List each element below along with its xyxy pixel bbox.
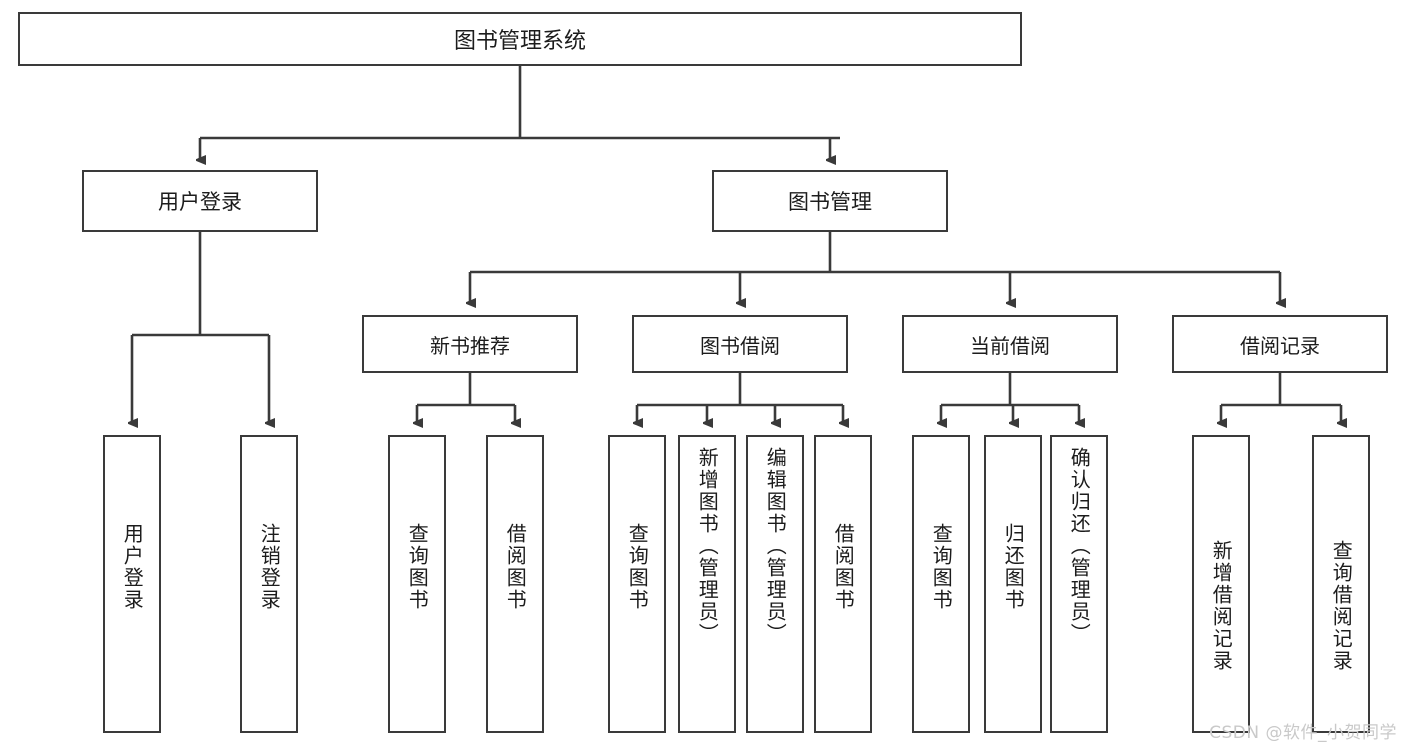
leaf-query-book-borrow[interactable]: 查询图书 (608, 435, 666, 733)
leaf-borrow-book-recommend[interactable]: 借阅图书 (486, 435, 544, 733)
leaf-query-book-current[interactable]: 查询图书 (912, 435, 970, 733)
node-book-borrow[interactable]: 图书借阅 (632, 315, 848, 373)
leaf-add-borrow-record-label: 新增借阅记录 (1209, 540, 1234, 672)
node-new-book-recommend[interactable]: 新书推荐 (362, 315, 578, 373)
leaf-query-book-borrow-label: 查询图书 (625, 523, 650, 611)
node-root[interactable]: 图书管理系统 (18, 12, 1022, 66)
leaf-borrow-book-recommend-label: 借阅图书 (503, 523, 528, 611)
node-user-login[interactable]: 用户登录 (82, 170, 318, 232)
leaf-confirm-return-admin-label: 确认归还（管理员） (1067, 447, 1092, 645)
leaf-return-book[interactable]: 归还图书 (984, 435, 1042, 733)
node-current-borrow[interactable]: 当前借阅 (902, 315, 1118, 373)
leaf-add-book-admin-label: 新增图书（管理员） (695, 447, 720, 645)
node-borrow-record[interactable]: 借阅记录 (1172, 315, 1388, 373)
node-root-label: 图书管理系统 (453, 29, 586, 54)
node-new-book-recommend-label: 新书推荐 (430, 333, 510, 358)
leaf-user-logout[interactable]: 注销登录 (240, 435, 298, 733)
leaf-borrow-book[interactable]: 借阅图书 (814, 435, 872, 733)
leaf-query-book-current-label: 查询图书 (929, 523, 954, 611)
node-current-borrow-label: 当前借阅 (970, 333, 1050, 358)
leaf-confirm-return-admin[interactable]: 确认归还（管理员） (1050, 435, 1108, 733)
leaf-edit-book-admin-label: 编辑图书（管理员） (763, 447, 788, 645)
node-book-borrow-label: 图书借阅 (700, 333, 780, 358)
leaf-query-borrow-record[interactable]: 查询借阅记录 (1312, 435, 1370, 733)
node-user-login-label: 用户登录 (158, 190, 242, 214)
leaf-borrow-book-label: 借阅图书 (831, 523, 856, 611)
leaf-query-borrow-record-label: 查询借阅记录 (1329, 540, 1354, 672)
node-book-management-label: 图书管理 (788, 190, 872, 214)
leaf-return-book-label: 归还图书 (1001, 523, 1026, 611)
node-borrow-record-label: 借阅记录 (1240, 333, 1320, 358)
leaf-user-login-label: 用户登录 (120, 523, 145, 611)
leaf-user-login[interactable]: 用户登录 (103, 435, 161, 733)
csdn-watermark: CSDN @软件_小贺同学 (1209, 723, 1397, 743)
leaf-add-borrow-record[interactable]: 新增借阅记录 (1192, 435, 1250, 733)
leaf-add-book-admin[interactable]: 新增图书（管理员） (678, 435, 736, 733)
node-book-management[interactable]: 图书管理 (712, 170, 948, 232)
leaf-query-book-recommend[interactable]: 查询图书 (388, 435, 446, 733)
leaf-user-logout-label: 注销登录 (257, 523, 282, 611)
leaf-query-book-recommend-label: 查询图书 (405, 523, 430, 611)
leaf-edit-book-admin[interactable]: 编辑图书（管理员） (746, 435, 804, 733)
